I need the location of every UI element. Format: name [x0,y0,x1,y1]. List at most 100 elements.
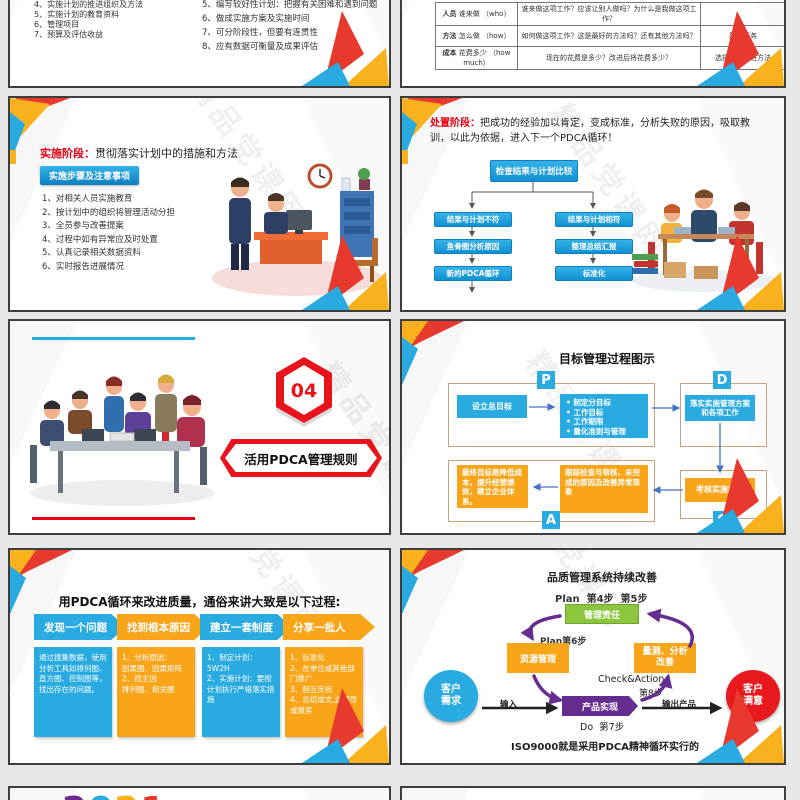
corner-decoration-icon [697,11,784,86]
flow-box: 鱼骨图分析原因 [434,239,512,254]
step8-label: 第8步 [639,689,663,699]
corner-decoration-icon [302,235,389,310]
output-label: 输出产品 [662,700,697,710]
corner-decoration-icon [302,688,389,763]
term-sub: 怎么做 [458,32,480,40]
top-rule [32,337,195,340]
input-label: 输入 [500,700,518,710]
flow-box: 标准化 [555,266,633,281]
term-sub: 花费多少 [458,49,487,57]
section-title-banner: 活用PDCA管理规则 [220,439,382,477]
final-goal-box: 最终目标是降低成本，提升经营绩效，建立企业体系。 [457,465,528,508]
bullet-item: • 工作期限 [566,417,604,426]
flow-box: 新的PDCA循环 [434,266,512,281]
goal-box: 设立总目标 [457,395,527,418]
corner-decoration-icon [10,98,70,164]
slide-thumbnail-4[interactable]: 精品党课网 处置阶段：把成功的经验加以肯定，变成标准，分析失败的原因，吸取教训，… [400,96,786,312]
plan6-label: Plan第6步 [540,637,587,647]
table-row: 方法 怎么做 （how） 如何做这项工作？这是最好的方法吗？还有其他方法吗？ 简… [435,25,784,47]
slide-thumbnail-3[interactable]: 精品党课网 实施阶段：贯彻落实计划中的措施和方法 实施步骤及注意事项 1、对相关… [8,96,391,312]
process-title: 用PDCA循环来改进质量，通俗来讲大致是以下过程: [58,595,341,609]
corner-decoration-icon [697,235,784,310]
diagram-connectors [529,403,724,494]
term-label: 方法 [442,32,457,40]
iso-note: ISO9000就是采用PDCA精神循环实行的 [511,742,699,753]
step-body: 1、制定计划： 5W2H 2、实施计划：要按计划执行严格落实措施 [202,647,280,737]
corner-decoration-icon [402,321,464,385]
corner-decoration-icon [697,688,784,763]
slide-thumbnail-5[interactable]: 精品党课网 [8,319,391,535]
list-item: 5、实施计划的教育资料 [34,10,120,19]
step-header: 分享一批人 [283,614,375,640]
stage-label: 处置阶段： [430,118,480,129]
steps-badge: 实施步骤及注意事项 [40,166,140,185]
table-cell: 谁来做这项工作？应该让别人做吗？为什么是我做这项工作？ [517,2,701,26]
product-realization-box: 产品实现 [562,696,638,716]
flow-box: 整理总结汇报 [555,239,633,254]
term-sub: 谁来做 [458,10,480,18]
plan-step-label: Plan 第4步 第5步 [555,594,648,605]
cycle-connectors [482,608,723,715]
step-header: 建立一套制度 [200,614,292,640]
list-item: 6、做成实施方案及实施时间 [202,14,310,24]
table-cell: 人员 谁来做 （who） [435,2,518,26]
slide-thumbnail-8[interactable]: 精品党课网 品质管理系统持续改善 Plan 第4步 第5步 管理责任 Plan第… [400,548,786,765]
slide-thumbnail-7[interactable]: 精品党课网 用PDCA循环来改进质量，通俗来讲大致是以下过程: 发现一个问题 找… [8,548,391,765]
track-box: 跟踪检查与审核，未完成的原因及改善异常现象 [560,465,648,513]
step-body: 通过搜集数据，使用分析工具如排列图、直方图、控制图等，找出存在的问题。 [34,647,112,737]
diagram-title: 目标管理过程图示 [558,352,655,366]
table-row: 人员 谁来做 （who） 谁来做这项工作？应该让别人做吗？为什么是我做这项工作？ [435,2,784,26]
corner-decoration-icon [10,550,72,614]
table-cell: 现在的花费是多少？改进后将花费多少？ [517,46,701,70]
diagram-title: 品质管理系统持续改善 [547,571,657,584]
list-item: 4、过程中如有异常应及时处置 [42,234,158,245]
slide-thumbnail-10[interactable] [400,786,786,800]
measure-box: 量测、分析 改善 [634,643,696,673]
list-item: 2、按计划中的组织将管理活动分担 [42,207,175,218]
table-cell: 如何做这项工作？这是最好的方法吗？还有其他方法吗？ [517,25,701,47]
step-body: 1、分析原因： 因果图、因果矩阵 2、找主因 排列图、相关图 [117,647,195,737]
list-item: 8、应有数据可衡量及成果评估 [202,42,318,52]
year-digit: 1 [140,790,166,800]
corner-decoration-icon [402,98,462,164]
year-title: 2021 [62,790,166,800]
bullet-item: • 制定分目标 [566,398,611,407]
bullet-item: • 工作目标 [566,407,604,417]
step-header: 找到根本原因 [117,614,209,640]
slide-thumbnail-1[interactable]: 4、实施计划的推进组织及方法 5、实施计划的教育资料 6、管理项目 7、预算及评… [8,0,391,88]
slide-thumbnail-6[interactable]: 精品党课网 目标管理过程图示 P D A C 设立总目标 • 制定分目标 • 工… [400,319,786,535]
list-item: 1、对相关人员实施教育 [42,194,133,204]
bottom-rule [32,517,195,520]
slide-thumbnail-2[interactable]: 人员 谁来做 （who） 谁来做这项工作？应该让别人做吗？为什么是我做这项工作？… [400,0,786,88]
stage-label: 实施阶段： [40,147,95,160]
list-item: 6、管理项目 [34,20,80,29]
step-header: 发现一个问题 [34,614,126,640]
management-box: 管理责任 [565,604,639,624]
list-item: 4、实施计划的推进组织及方法 [34,0,144,9]
corner-decoration-icon [697,458,784,533]
list-item: 5、认真记录相关数据资料 [42,248,141,258]
flow-box: 结果与计划相符 [555,212,633,227]
corner-decoration-icon [402,550,464,614]
list-item: 7、可分阶段性，但要有连贯性 [202,28,318,38]
flow-box: 结果与计划不符 [434,212,512,227]
stage-title: 处置阶段：把成功的经验加以肯定，变成标准，分析失败的原因，吸取教训，以此为依据，… [430,116,765,146]
sub-goal-box: • 制定分目标 • 工作目标 • 工作期限 • 量化准则与管理 [560,394,648,438]
term-en: （who） [482,10,511,18]
flow-connectors [469,180,596,293]
term-label: 成本 [442,49,457,57]
pdca-label-p: P [537,371,555,389]
year-digit: 2 [114,790,140,800]
stage-title: 实施阶段：贯彻落实计划中的措施和方法 [40,145,238,161]
table-cell: 方法 怎么做 （how） [435,25,518,47]
table-cell: 成本 花费多少 （how much） [435,46,518,70]
implementation-steps-list: 1、对相关人员实施教育 2、按计划中的组织将管理活动分担 3、全员参与改善提案 … [42,193,175,274]
table-row: 成本 花费多少 （how much） 现在的花费是多少？改进后将花费多少？ 选择… [435,46,784,70]
plan-list-left: 4、实施计划的推进组织及方法 5、实施计划的教育资料 6、管理项目 7、预算及评… [34,0,143,40]
section-number: 04 [291,380,317,402]
pdca-label-a: A [542,511,560,529]
slide-thumbnail-9[interactable]: 2021 [8,786,391,800]
term-en: （how much） [463,49,511,67]
year-digit: 2 [62,790,88,800]
